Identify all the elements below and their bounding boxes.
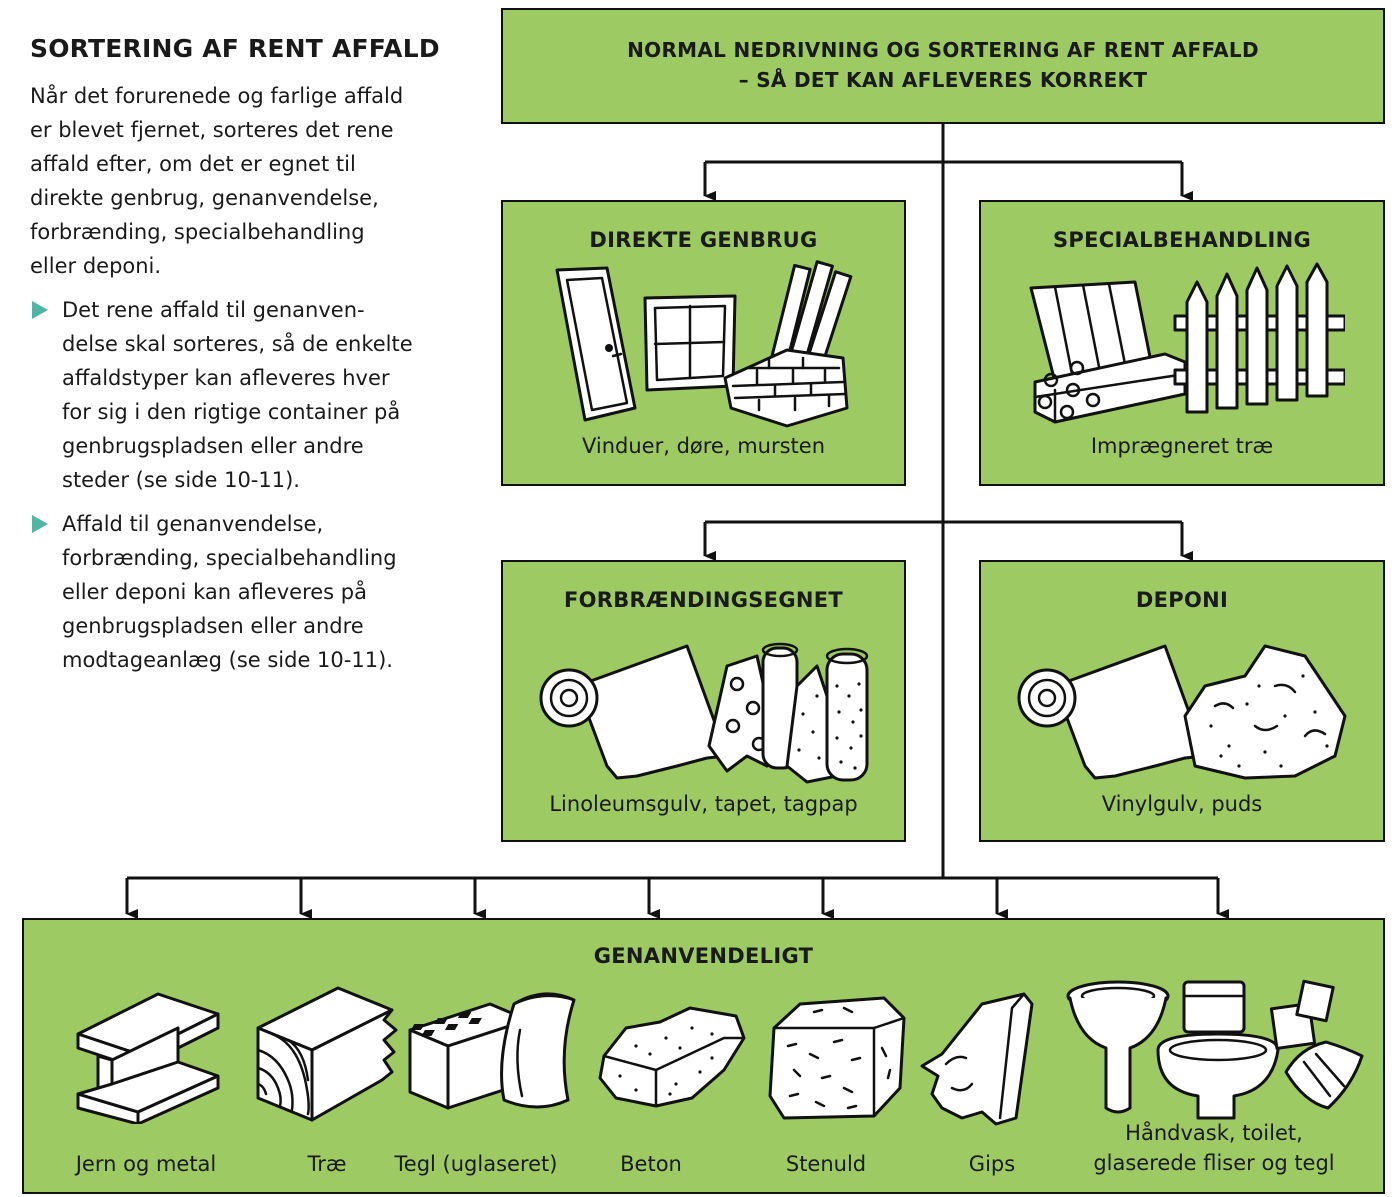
intro-line: eller deponi. (30, 254, 162, 278)
intro-line: direkte genbrug, genanvendelse, (30, 186, 379, 210)
linoleum-wallpaper-roofing-icon (537, 626, 877, 786)
bullet-line: steder (se side 10-11). (62, 468, 300, 492)
item-label: Jern og metal (75, 1152, 217, 1176)
bullet-item: Det rene affald til genanven- delse skal… (30, 293, 460, 497)
box-direkte-genbrug: DIREKTE GENBRUG (501, 200, 906, 486)
intro-line: er blevet fjernet, sorteres det rene (30, 118, 394, 142)
box-title: DEPONI (1135, 588, 1229, 612)
box-genanvendeligt: GENANVENDELIGT Jern og metal (22, 918, 1385, 1194)
intro-section: SORTERING AF RENT AFFALD Når det foruren… (30, 34, 460, 687)
item-label: Stenuld (785, 1152, 867, 1176)
bullet-line: genbrugspladsen eller andre (62, 614, 364, 638)
item-label: Håndvask, toilet, glaserede fliser og te… (1064, 1118, 1364, 1178)
bullet-line: affaldstyper kan afleveres hver (62, 366, 390, 390)
top-title-line1: NORMAL NEDRIVNING OG SORTERING AF RENT A… (627, 38, 1259, 62)
bullet-triangle-icon (32, 301, 48, 319)
concrete-icon (596, 998, 746, 1118)
steel-beam-icon (68, 984, 232, 1124)
bullet-line: modtageanlæg (se side 10-11). (62, 648, 393, 672)
box-caption: Vinduer, døre, mursten (581, 434, 826, 458)
item-label: Gips (968, 1152, 1016, 1176)
intro-line: Når det forurenede og farlige affald (30, 84, 404, 108)
stone-wool-icon (764, 988, 914, 1128)
box-caption: Imprægneret træ (1090, 434, 1274, 458)
intro-paragraph: Når det forurenede og farlige affald er … (30, 79, 460, 283)
bullet-line: genbrugspladsen eller andre (62, 434, 364, 458)
gypsum-icon (912, 984, 1042, 1134)
item-label-line: Håndvask, toilet, (1125, 1121, 1303, 1145)
bullet-line: eller deponi kan afleveres på (62, 580, 367, 604)
bullet-line: Affald til genanvendelse, (62, 512, 324, 536)
bullet-line: delse skal sorteres, så de enkelte (62, 332, 413, 356)
top-title-line2: – SÅ DET KAN AFLEVERES KORREKT (738, 68, 1148, 92)
bullet-line: for sig i den rigtige container på (62, 400, 401, 424)
intro-line: forbrænding, specialbehandling (30, 220, 365, 244)
vinyl-plaster-icon (1015, 626, 1355, 786)
bullet-triangle-icon (32, 515, 48, 533)
box-caption: Vinylgulv, puds (1101, 792, 1263, 816)
impregnated-wood-icon (1025, 262, 1345, 428)
wood-beam-icon (252, 980, 402, 1126)
box-title: DIREKTE GENBRUG (589, 228, 818, 252)
box-title: SPECIALBEHANDLING (1052, 228, 1311, 252)
box-forbraendingsegnet: FORBRÆNDINGSEGNET (501, 560, 906, 842)
sink-toilet-tiles-icon (1064, 976, 1364, 1126)
brick-tile-icon (404, 990, 594, 1130)
bullet-line: Det rene affald til genanven- (62, 298, 365, 322)
box-specialbehandling: SPECIALBEHANDLING (979, 200, 1385, 486)
top-process-box: NORMAL NEDRIVNING OG SORTERING AF RENT A… (501, 8, 1385, 124)
box-title: FORBRÆNDINGSEGNET (563, 588, 843, 612)
item-label: Beton (620, 1152, 682, 1176)
intro-line: affald efter, om det er egnet til (30, 152, 356, 176)
item-label: Tegl (uglaseret) (394, 1152, 558, 1176)
item-label-line: glaserede fliser og tegl (1093, 1151, 1335, 1175)
bullet-item: Affald til genanvendelse, forbrænding, s… (30, 507, 460, 677)
box-deponi: DEPONI Vinylgulv, puds (979, 560, 1385, 842)
box-title: GENANVENDELIGT (593, 944, 814, 968)
bullet-line: forbrænding, specialbehandling (62, 546, 397, 570)
intro-heading: SORTERING AF RENT AFFALD (30, 34, 440, 63)
item-label: Træ (307, 1152, 347, 1176)
box-caption: Linoleumsgulv, tapet, tagpap (549, 792, 858, 816)
door-window-bricks-icon (547, 258, 867, 428)
